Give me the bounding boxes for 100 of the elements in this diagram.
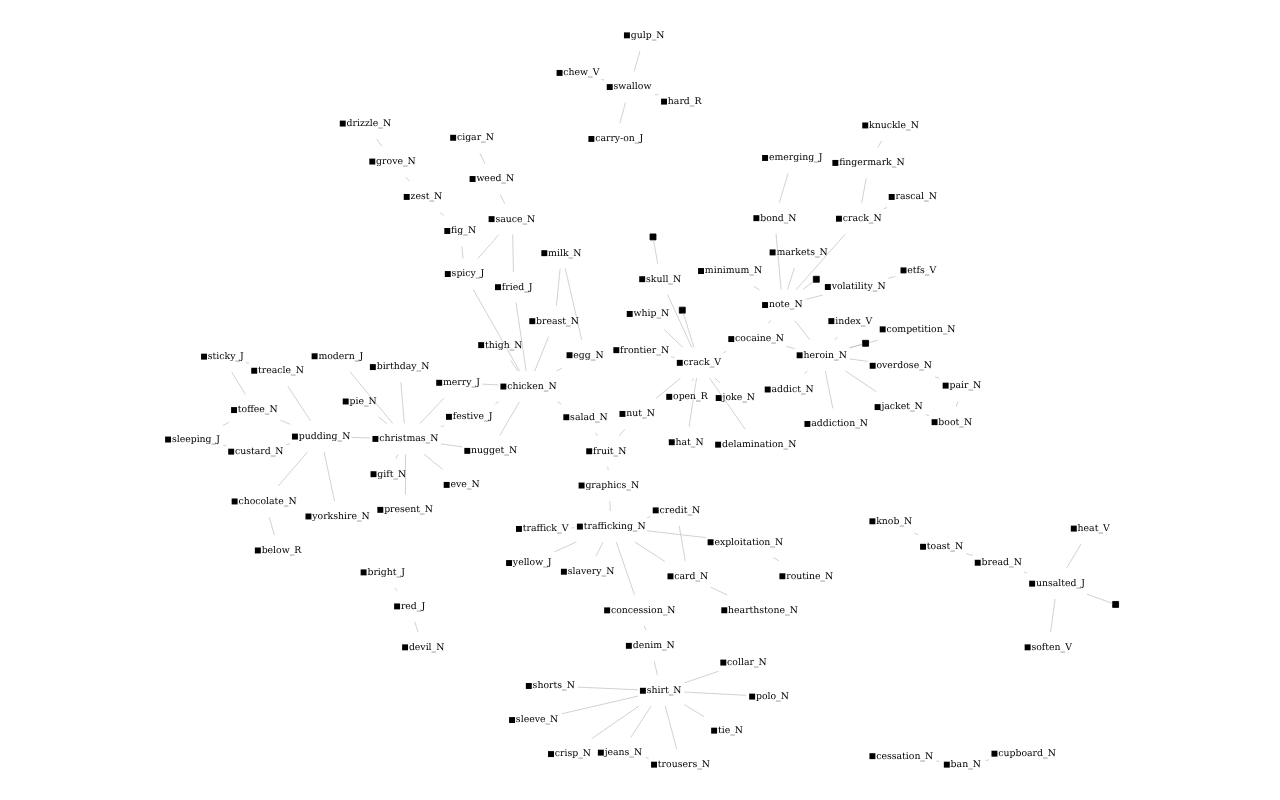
connector <box>848 339 877 349</box>
node-box <box>253 547 260 554</box>
node-box <box>402 193 409 200</box>
node-box <box>714 441 721 448</box>
connector <box>322 451 334 502</box>
connector <box>662 329 683 348</box>
connector <box>563 268 582 341</box>
node-box <box>697 268 703 274</box>
connector <box>498 194 505 205</box>
connector <box>404 454 405 495</box>
node-box <box>587 136 594 142</box>
connector <box>804 294 822 300</box>
connector <box>422 453 443 470</box>
node-box <box>368 364 375 371</box>
node-box <box>555 69 562 76</box>
connector <box>777 173 788 203</box>
connector <box>552 541 576 553</box>
node-box <box>878 326 885 333</box>
node-box <box>823 284 830 290</box>
connector <box>633 541 665 562</box>
node-box <box>290 433 297 440</box>
node-box <box>873 404 880 411</box>
node-box <box>1111 601 1119 608</box>
node-box <box>310 353 317 360</box>
node-box <box>468 176 475 182</box>
connector <box>663 705 676 750</box>
connector <box>682 704 704 718</box>
node-box <box>831 159 838 166</box>
node-box <box>562 414 569 421</box>
connector <box>823 370 833 409</box>
connector <box>666 294 692 348</box>
node-box <box>665 393 672 400</box>
connector <box>860 178 866 204</box>
connector <box>439 443 462 448</box>
node-box <box>861 339 868 347</box>
connector <box>478 152 485 164</box>
node-box <box>376 506 383 513</box>
node-box <box>666 573 673 580</box>
connector <box>286 385 310 422</box>
connector <box>276 451 307 487</box>
node-box <box>463 447 470 454</box>
connector <box>652 660 657 676</box>
connector <box>590 705 639 739</box>
connector <box>786 267 794 290</box>
node-box <box>638 687 645 694</box>
connector <box>654 377 680 399</box>
node-box <box>250 367 257 374</box>
node-box <box>164 436 171 443</box>
node-box <box>575 523 582 530</box>
node-box <box>494 284 500 291</box>
node-box <box>624 642 631 649</box>
node-box <box>369 471 376 478</box>
node-box <box>650 761 656 768</box>
node-box <box>706 539 713 546</box>
node-box <box>942 761 949 768</box>
node-box <box>401 644 408 651</box>
connector <box>652 239 658 265</box>
node-box <box>359 569 366 576</box>
connector <box>560 695 638 715</box>
node-box <box>778 573 785 580</box>
node-box <box>227 448 234 455</box>
node-box <box>304 513 311 520</box>
node-box <box>930 419 937 426</box>
connector <box>848 343 862 349</box>
node-box <box>605 84 612 91</box>
connector <box>617 428 625 437</box>
node-box <box>200 353 206 360</box>
connector <box>533 336 548 372</box>
node-box <box>752 215 759 222</box>
node-box <box>835 215 841 222</box>
node-box <box>763 386 770 393</box>
node-box <box>547 751 553 758</box>
node-box <box>477 342 484 349</box>
connector <box>843 370 876 393</box>
connector <box>460 246 463 259</box>
node-box <box>540 250 547 257</box>
node-box <box>761 155 768 161</box>
node-box <box>596 749 603 756</box>
connector <box>576 686 638 691</box>
node-box <box>761 302 768 308</box>
node-box <box>1069 525 1076 532</box>
node-box <box>719 659 726 666</box>
node-box <box>677 306 685 314</box>
connector <box>708 377 745 430</box>
node-box <box>442 481 449 488</box>
node-box <box>444 413 451 420</box>
node-box <box>528 318 535 325</box>
connector <box>399 382 404 424</box>
connector <box>645 530 706 538</box>
node-box <box>811 275 819 283</box>
node-box <box>508 717 515 724</box>
node-box <box>651 507 658 514</box>
node-box <box>371 435 378 442</box>
connector <box>682 691 746 696</box>
connector <box>480 383 498 386</box>
connector <box>350 437 370 439</box>
node-box <box>887 194 894 200</box>
node-box <box>868 518 875 525</box>
node-box <box>803 421 810 427</box>
node-box <box>714 395 721 401</box>
